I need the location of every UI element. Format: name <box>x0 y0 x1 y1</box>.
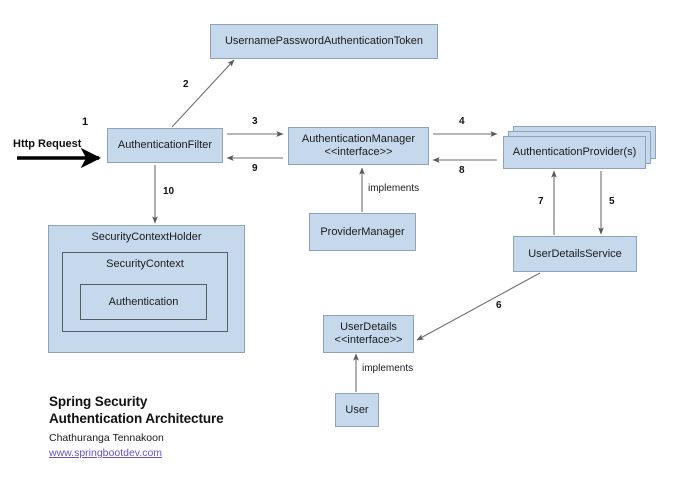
edge-label-1: 1 <box>82 116 89 128</box>
edge-label-2: 2 <box>183 79 189 90</box>
node-authentication-provider[interactable]: AuthenticationProvider(s) <box>503 136 646 169</box>
edge-label-3: 3 <box>252 116 258 127</box>
edge-label-5: 5 <box>609 196 615 207</box>
node-label: AuthenticationManager <<interface>> <box>301 133 416 158</box>
edge-2-filter-to-token <box>171 59 235 128</box>
node-authentication[interactable]: Authentication <box>80 284 207 320</box>
implements-label-user: implements <box>362 363 414 374</box>
edge-label-6: 6 <box>496 300 502 311</box>
edge-label-4: 4 <box>459 116 465 127</box>
node-user-details-service[interactable]: UserDetailsService <box>513 236 637 272</box>
node-label: UserDetailsService <box>528 247 622 260</box>
node-authentication-filter[interactable]: AuthenticationFilter <box>107 128 223 163</box>
node-user-details[interactable]: UserDetails <<interface>> <box>323 315 414 353</box>
edge-6-service-to-user-details <box>416 272 541 341</box>
edge-label-7: 7 <box>538 196 544 207</box>
diagram-author: Chathuranga Tennakoon <box>49 432 164 444</box>
diagram-title: Spring Security Authentication Architect… <box>49 394 224 427</box>
node-label: AuthenticationProvider(s) <box>512 146 637 159</box>
edge-label-10: 10 <box>163 186 175 197</box>
node-label: AuthenticationFilter <box>117 139 213 152</box>
diagram-link[interactable]: www.springbootdev.com <box>49 447 163 459</box>
node-provider-manager[interactable]: ProviderManager <box>309 213 416 251</box>
edge-label-8: 8 <box>459 165 465 176</box>
node-label: UserDetails <<interface>> <box>334 321 403 346</box>
node-label: Authentication <box>108 295 179 308</box>
node-label: User <box>345 403 369 416</box>
node-authentication-manager[interactable]: AuthenticationManager <<interface>> <box>288 127 429 165</box>
implements-label-provider-manager: implements <box>368 183 420 194</box>
node-label: UsernamePasswordAuthenticationToken <box>224 35 424 48</box>
node-label: SecurityContextHolder <box>91 231 202 243</box>
node-label: SecurityContext <box>106 258 184 270</box>
node-username-password-authentication-token[interactable]: UsernamePasswordAuthenticationToken <box>210 24 438 59</box>
http-request-label: Http Request <box>13 138 82 150</box>
node-security-context[interactable]: SecurityContext <box>62 252 228 332</box>
node-user[interactable]: User <box>335 393 379 427</box>
edge-label-9: 9 <box>252 163 258 174</box>
node-label: ProviderManager <box>320 225 405 238</box>
